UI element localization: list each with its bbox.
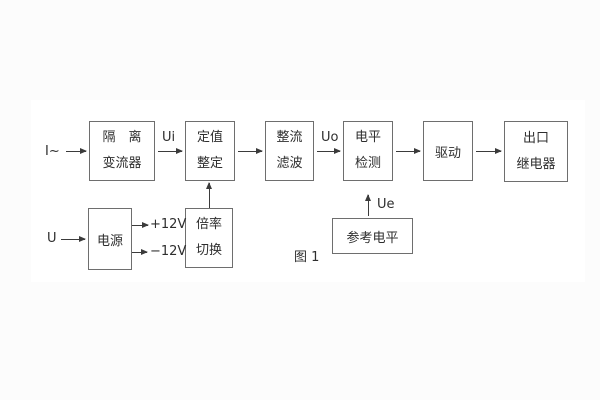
- block-output-relay-line2: 继电器: [516, 156, 556, 172]
- arrow-ratio-to-setting: [206, 182, 212, 208]
- label-input-current: I~: [45, 144, 60, 159]
- arrow-setting-to-rectify: [238, 148, 263, 154]
- block-level-line2: 检测: [354, 156, 381, 171]
- block-setting-line2: 整定: [196, 156, 223, 171]
- label-input-voltage: U: [47, 231, 57, 246]
- block-rectify-line1: 整流: [276, 130, 303, 145]
- block-rectify-line2: 滤波: [276, 156, 303, 171]
- arrow-level-to-drive: [396, 148, 421, 154]
- arrow-reference-ue: [365, 194, 371, 216]
- block-power-label: 电源: [96, 233, 123, 249]
- block-isolation-transformer: 隔 离 变流器: [89, 121, 155, 181]
- arrow-voltage-to-power: [61, 236, 86, 242]
- arrow-input-to-isolation: [66, 148, 87, 154]
- block-ratio-switch: 倍率 切换: [185, 208, 233, 268]
- label-ue: Ue: [377, 197, 395, 212]
- arrow-power-plus12: [132, 222, 149, 228]
- block-output-relay-line1: 出口: [522, 130, 549, 146]
- block-reference-label: 参考电平: [346, 230, 399, 246]
- block-output-relay: 出口 继电器: [504, 121, 568, 182]
- arrow-power-minus12: [132, 249, 148, 255]
- block-reference-level: 参考电平: [332, 218, 413, 254]
- label-plus12v: +12V: [150, 217, 187, 232]
- block-isolation-line2: 变流器: [102, 156, 142, 171]
- arrow-rectify-to-level: [317, 148, 341, 154]
- block-setting-adjust: 定值 整定: [185, 121, 235, 181]
- block-setting-line1: 定值: [196, 130, 223, 145]
- block-level-detect: 电平 检测: [343, 121, 393, 181]
- label-uo: Uo: [321, 130, 339, 145]
- block-ratio-line2: 切换: [195, 243, 222, 258]
- label-minus12v: −12V: [150, 244, 187, 259]
- block-drive-label: 驱动: [434, 145, 461, 161]
- arrow-drive-to-relay: [476, 148, 502, 154]
- block-power-supply: 电源: [88, 208, 132, 270]
- label-ui: Ui: [162, 130, 176, 145]
- block-ratio-line1: 倍率: [195, 217, 222, 232]
- figure-caption: 图 1: [294, 250, 320, 265]
- block-level-line1: 电平: [354, 130, 381, 145]
- arrow-isolation-to-setting: [158, 148, 183, 154]
- block-drive: 驱动: [423, 121, 473, 181]
- block-rectify-filter: 整流 滤波: [265, 121, 314, 181]
- block-isolation-line1: 隔 离: [102, 130, 142, 145]
